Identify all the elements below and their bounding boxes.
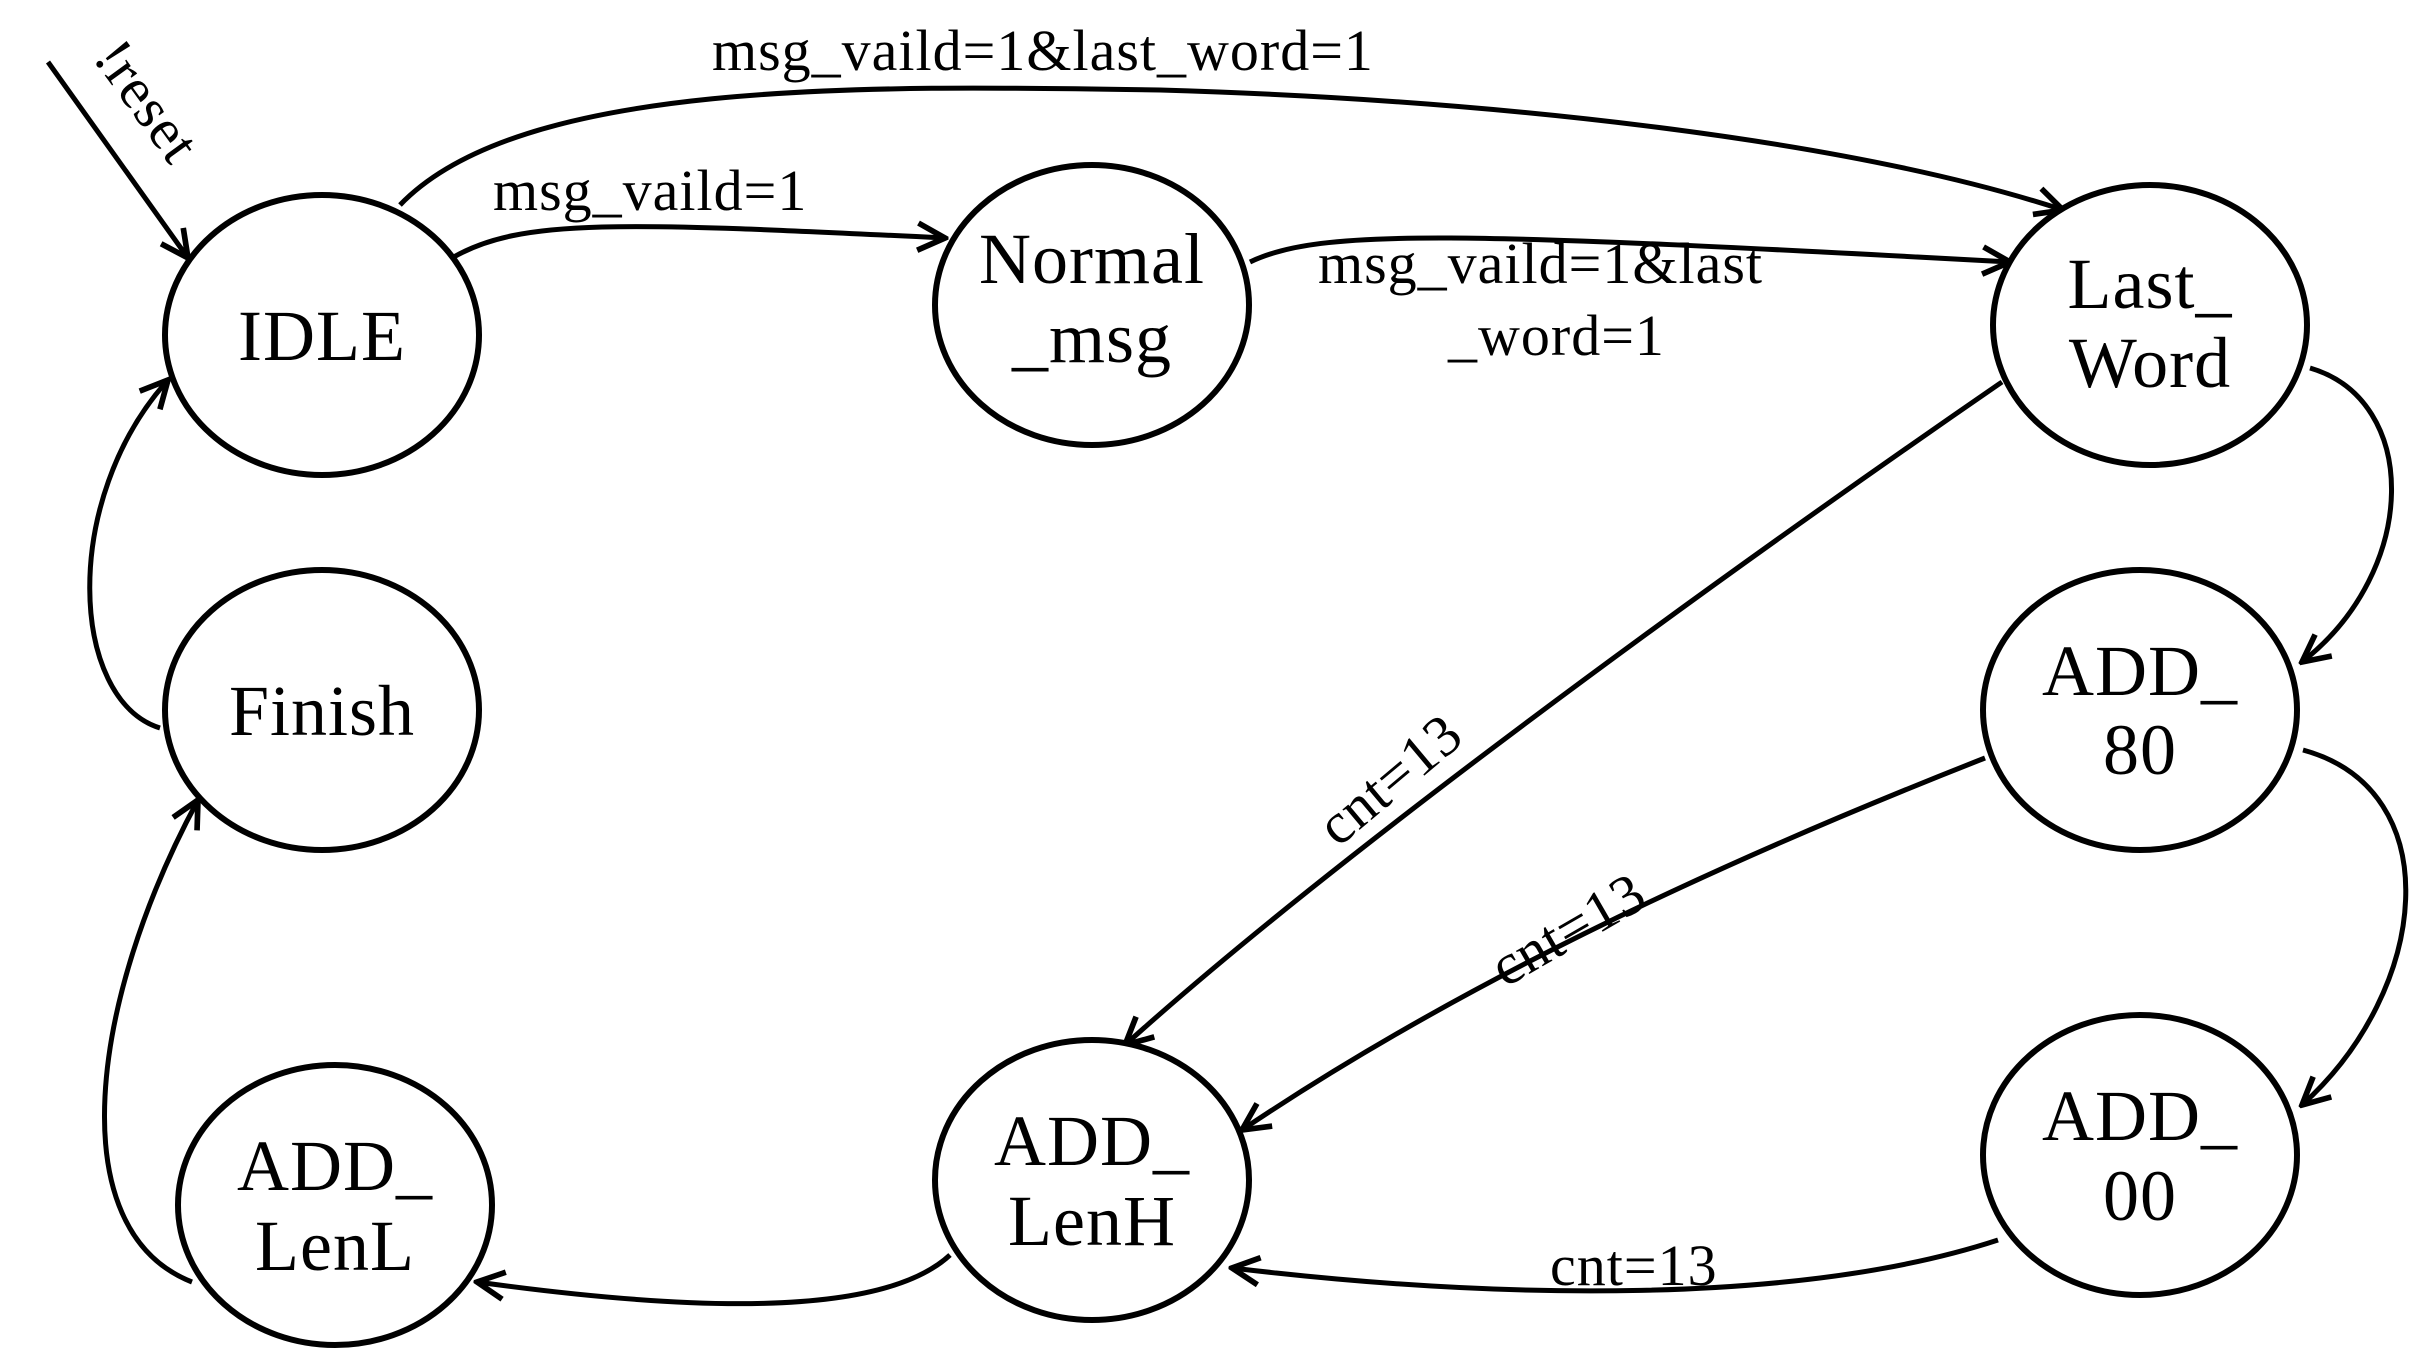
states: IDLE Normal _msg Last_ Word ADD_ 80 Fini… (162, 162, 2310, 1348)
state-add-80: ADD_ 80 (1980, 567, 2300, 853)
edge-idle-to-normal-msg (450, 227, 945, 261)
edge-add-lenh-to-add-lenl (477, 1253, 952, 1307)
idle-to-last-word-label: msg_vaild=1&last_word=1 (712, 18, 1374, 83)
edge-reset (45, 60, 188, 258)
state-normal-msg-line1: Normal (979, 219, 1205, 299)
edge-idle-to-last-word (398, 85, 2063, 210)
state-finish: Finish (162, 567, 482, 853)
state-add-00: ADD_ 00 (1980, 1012, 2300, 1298)
edge-normal-msg-to-last-word (1248, 235, 2010, 262)
state-idle-label: IDLE (238, 296, 406, 376)
state-add-lenh: ADD_ LenH (932, 1037, 1252, 1323)
state-add-lenl-line1: ADD_ (237, 1126, 433, 1206)
state-normal-msg: Normal _msg (932, 162, 1252, 448)
state-add-lenh-line1: ADD_ (994, 1101, 1190, 1181)
edge-add-00-to-add-lenh (1232, 1237, 1999, 1294)
state-add-80-line1: ADD_ (2042, 631, 2238, 711)
state-add-00-line2: 00 (2103, 1156, 2177, 1236)
edges (45, 60, 2409, 1307)
state-finish-label: Finish (229, 671, 415, 751)
state-add-00-line1: ADD_ (2042, 1076, 2238, 1156)
state-add-lenh-line2: LenH (1008, 1181, 1176, 1261)
edge-add-lenl-to-finish (102, 800, 198, 1285)
add-00-to-add-lenh-label: cnt=13 (1550, 1233, 1718, 1298)
edge-last-word-to-add-lenh (1125, 379, 2004, 1045)
idle-to-normal-msg-label: msg_vaild=1 (493, 158, 807, 223)
edge-last-word-to-add-80 (2302, 365, 2394, 662)
state-normal-msg-line2: _msg (1011, 298, 1172, 378)
state-add-80-line2: 80 (2103, 710, 2177, 790)
state-add-lenl: ADD_ LenL (175, 1062, 495, 1348)
normal-msg-to-last-word-label-line2: _word=1 (1447, 303, 1665, 368)
state-last-word: Last_ Word (1990, 182, 2310, 468)
add-80-to-add-lenh-label: cnt=13 (1479, 859, 1657, 999)
edge-add-80-to-add-00 (2302, 747, 2409, 1105)
state-last-word-line1: Last_ (2068, 244, 2233, 324)
edge-add-80-to-add-lenh (1242, 755, 1986, 1130)
normal-msg-to-last-word-label-line1: msg_vaild=1&last (1318, 231, 1763, 296)
state-last-word-line2: Word (2069, 323, 2231, 403)
state-idle: IDLE (162, 192, 482, 478)
edge-finish-to-idle (87, 380, 168, 731)
reset-label: !reset (81, 27, 213, 174)
state-add-lenl-line2: LenL (255, 1206, 415, 1286)
